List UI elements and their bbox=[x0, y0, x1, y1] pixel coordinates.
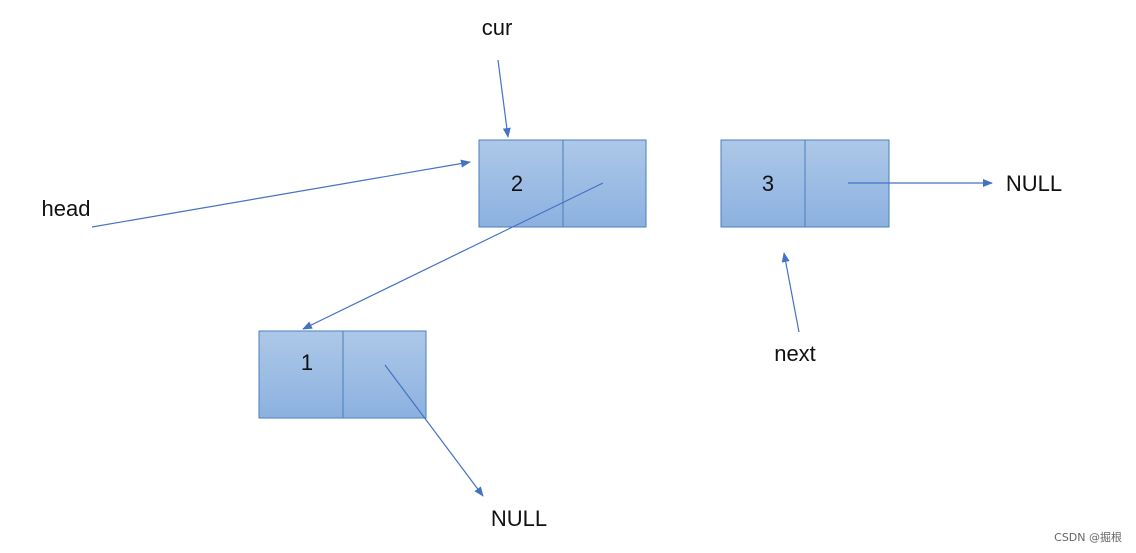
head-label: head bbox=[42, 196, 91, 221]
node-2-value: 2 bbox=[511, 171, 523, 196]
head-pointer-arrow bbox=[91, 159, 471, 228]
node-3-value: 3 bbox=[762, 171, 774, 196]
cur-label: cur bbox=[482, 15, 513, 40]
watermark: CSDN @掘根 bbox=[1054, 531, 1122, 544]
cur-pointer-arrow bbox=[497, 59, 511, 138]
null-right-label: NULL bbox=[1006, 171, 1062, 196]
node-1: 1 bbox=[258, 330, 427, 419]
next-label: next bbox=[774, 341, 816, 366]
node-1-value: 1 bbox=[301, 350, 313, 375]
null-bottom-label: NULL bbox=[491, 506, 547, 531]
node-2-next-arrow bbox=[302, 182, 604, 330]
node-2: 2 bbox=[478, 139, 647, 228]
node-1-next-arrow bbox=[384, 364, 484, 497]
next-pointer-arrow bbox=[781, 252, 800, 333]
